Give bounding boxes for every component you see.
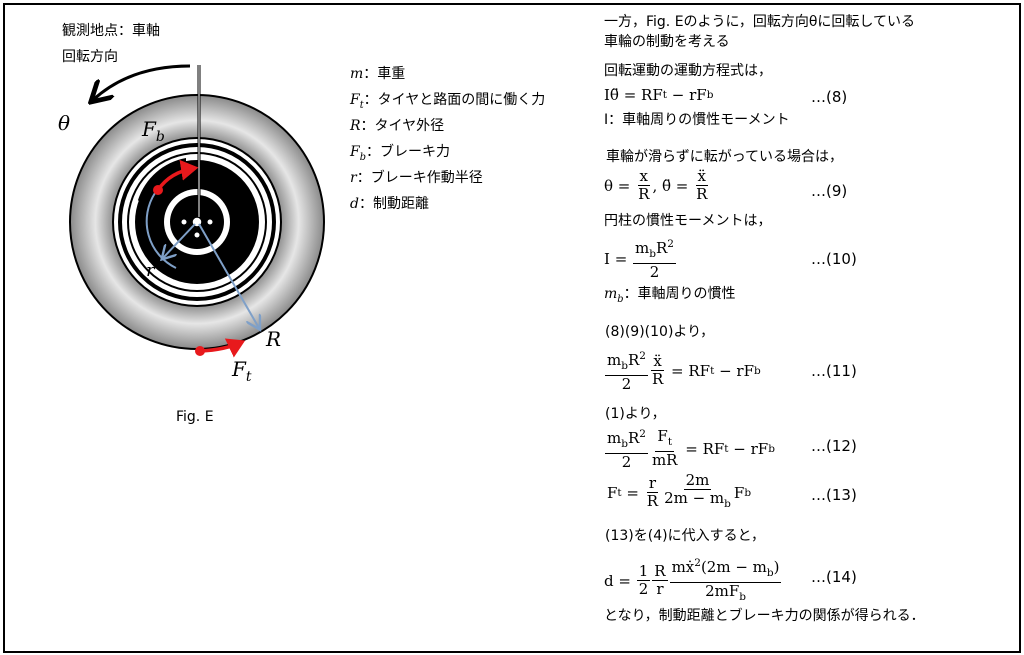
figure-caption: Fig. E [176,409,214,425]
legend-item: Fb：ブレーキ力 [350,144,450,163]
observation-label: 観測地点：車軸 [62,23,160,39]
eq-number-10: …(10) [811,250,857,268]
rolling-text: 車輪が滑らずに転がっている場合は， [606,149,844,165]
legend-item: d：制動距離 [350,196,429,212]
eq-number-11: …(11) [811,362,857,380]
eom-text: 回転運動の運動方程式は， [604,63,772,79]
r-label: r [146,260,155,281]
ft-label: Ft [232,357,252,385]
legend-item: m：車重 [350,66,406,82]
R-arrow [198,223,259,328]
eq-number-9: …(9) [811,182,848,200]
legend-item: Ft：タイヤと路面の間に働く力 [350,92,546,111]
mb-definition: mb：車軸周りの慣性 [604,286,736,305]
rotation-label: 回転方向 [62,49,118,65]
fb-label: Fb [142,117,165,145]
eq-number-14: …(14) [811,568,857,586]
eq-number-13: …(13) [811,486,857,504]
theta-label: θ [58,111,71,135]
legend-item: R：タイヤ外径 [350,118,445,134]
legend-item: r：ブレーキ作動半径 [350,170,483,186]
intro-line-1: 一方，Fig. Eのように，回転方向θに回転している [604,14,916,30]
eq-number-8: …(8) [811,88,848,106]
from-8-9-10: (8)(9)(10)より， [605,324,715,340]
I-definition: I：車軸周りの慣性モーメント [604,112,790,128]
cylinder-text: 円柱の慣性モーメントは， [604,213,772,229]
from-1: (1)より， [605,406,666,422]
conclusion-text: となり，制動距離とブレーキ力の関係が得られる． [604,608,925,624]
r-arc [145,192,177,269]
slide-frame [3,3,1021,653]
R-label: R [266,327,282,351]
eq-number-12: …(12) [811,437,857,455]
intro-line-2: 車輪の制動を考える [604,34,730,50]
r-arrow [163,223,196,258]
rotation-arrow [93,64,191,100]
substitution-text: (13)を(4)に代入すると， [605,528,766,544]
